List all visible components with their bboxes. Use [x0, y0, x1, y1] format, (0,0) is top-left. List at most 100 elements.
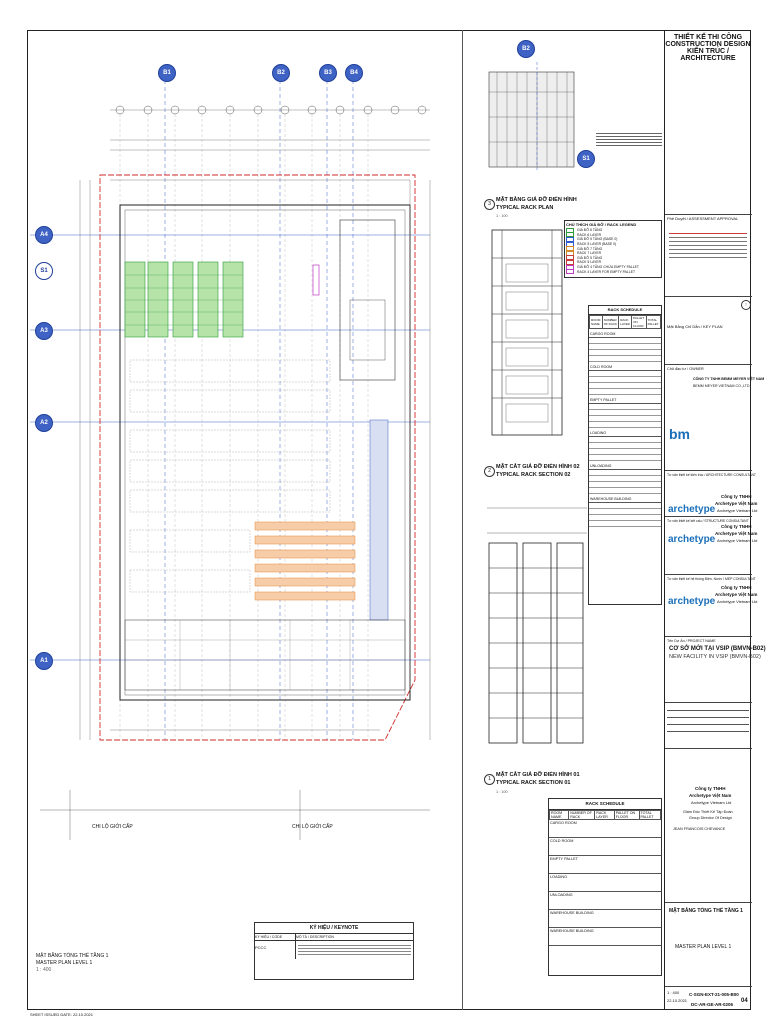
- rack-legend-label: RACK 6 LAYER: [577, 232, 602, 237]
- road-label-left: CHI LỘ GIỚI CẤP: [92, 824, 133, 830]
- title-key-plan: Mặt Bằng Chỉ Dẫn / KEY PLAN: [667, 324, 723, 329]
- rack-schedule-small-row: [589, 383, 661, 389]
- rack-schedule-small-row: [589, 515, 661, 521]
- rack-plan-note: [596, 132, 662, 148]
- rack-legend-item: RACK 5 LAYER (BASE 0): [566, 241, 660, 247]
- mep-consultant-logo: archetype: [668, 596, 716, 607]
- rack-legend-swatch: [566, 241, 574, 247]
- rack-schedule-small-row: [589, 509, 661, 515]
- title-phase: Phê Duyệt / ASSESSMENT APPROVAL: [667, 216, 739, 221]
- rack-schedule-large-title: RACK SCHEDULE: [549, 799, 661, 810]
- rack-legend-swatch: [566, 227, 574, 233]
- rack-schedule-large-row: WAREHOUSE BUILDING: [549, 910, 661, 928]
- rack-schedule-small-row: [589, 482, 661, 488]
- rack-legend-swatch: [566, 236, 574, 242]
- title-sheet-number: DC-AR-GE-AR-0206: [691, 1002, 734, 1007]
- project-name-en: NEW FACILITY IN VSIP (BMVN-B02): [669, 654, 761, 660]
- mep-consultant-label: Tư vấn thiết kế hệ thống Điện, Nước / ME…: [667, 577, 756, 581]
- rack-legend-item: GIÁ ĐỠ 7 TẦNG: [566, 246, 660, 252]
- rack-plan-caption-en: TYPICAL RACK PLAN: [496, 205, 554, 211]
- rack-schedule-small-header: PALLET ON FLOOR: [631, 315, 647, 329]
- grid-bubble-a3: A3: [35, 322, 53, 340]
- rack-legend-swatch: [566, 269, 574, 275]
- rack-schedule-small-row: [589, 371, 661, 377]
- rack-plan-drawing: [488, 62, 575, 170]
- rack-plan-caption-circle: 3: [484, 199, 495, 210]
- rack-schedule-small-section: LOADING: [589, 428, 661, 437]
- rack-schedule-small-header: NUMBER OF RACK: [601, 315, 620, 329]
- keynote-col-code: KÝ HIỆU / CODE: [255, 934, 296, 940]
- sheet-issued-date: SHEET ISSUED DATE: 22.10.2021: [30, 1012, 93, 1017]
- sheet-border: [27, 30, 751, 1010]
- rack-legend-title: CHÚ THÍCH GIÁ ĐỠ / RACK LEGEND: [566, 222, 637, 227]
- title-scale: 1 : 400: [667, 990, 680, 995]
- title-header-en: CONSTRUCTION DESIGN: [665, 41, 751, 48]
- keynote-col-desc: MÔ TẢ / DESCRIPTION: [296, 935, 334, 939]
- rack-schedule-large-header: TOTAL PALLET: [638, 810, 661, 820]
- rack-schedule-small-header: ROOM NAME: [589, 315, 603, 329]
- mep-consultant-name: Công ty TNHH: [721, 585, 752, 590]
- section-bubble-s1: S1: [35, 262, 53, 280]
- struct-consultant-label: Tư vấn thiết kế kết cấu / STRUCTURE CONS…: [667, 519, 749, 523]
- rack-schedule-small-section: COLD ROOM: [589, 362, 661, 371]
- title-revision: 04: [741, 998, 748, 1004]
- director-consultant-name3: Archetype Vietnam Ltd: [691, 800, 732, 805]
- rack-legend-label: GIÁ ĐỠ 5 TẦNG (BASE 0): [577, 237, 618, 242]
- owner-label: Chủ đầu tư / OWNER: [667, 367, 704, 371]
- rack-schedule-small-row: [589, 476, 661, 482]
- rack-plan-caption-vi: MẶT BẰNG GIÁ ĐỠ ĐIỂN HÌNH: [496, 197, 577, 203]
- rack-plan-scale: 1 : 100: [496, 214, 508, 218]
- rack-legend-label: RACK 5 LAYER (BASE 0): [577, 242, 617, 247]
- rack-section-02-caption-circle: 2: [484, 466, 495, 477]
- title-block: THIẾT KẾ THI CÔNG CONSTRUCTION DESIGN KI…: [664, 30, 766, 1010]
- rack-legend-swatch: [566, 250, 574, 256]
- grid-bubble-b3: B3: [319, 64, 337, 82]
- rack-legend-label: GIÁ ĐỠ 5 TẦNG: [577, 255, 603, 260]
- struct-consultant-name: Công ty TNHH: [721, 524, 752, 529]
- rack-schedule-small-row: [589, 338, 661, 344]
- rack-legend-item: GIÁ ĐỠ 6 TẦNG: [566, 227, 660, 233]
- rack-legend-label: RACK 5 LAYER: [577, 260, 602, 265]
- rack-schedule-small-row: [589, 470, 661, 476]
- rack-legend-item: RACK 5 LAYER: [566, 259, 660, 265]
- rack-schedule-large-row: COLD ROOM: [549, 838, 661, 856]
- rack-schedule-small-row: [589, 443, 661, 449]
- rack-schedule-large-row: EMPTY PALLET: [549, 856, 661, 874]
- grid-bubble-a4: A4: [35, 226, 53, 244]
- rack-schedule-large-row: LOADING: [549, 874, 661, 892]
- plan-divider: [462, 30, 463, 1010]
- owner-name-en: BEMM MEYER VIETNAM CO.,LTD: [693, 384, 750, 388]
- rack-legend-label: RACK 7 LAYER: [577, 251, 602, 256]
- rack-section-01-drawing: [487, 507, 587, 744]
- owner-name-vi: CÔNG TY TNHH BEMM MEYER VIỆT NAM: [693, 377, 765, 381]
- drawing-title-en: MASTER PLAN LEVEL 1: [675, 944, 732, 950]
- keynote-title: KÝ HIỆU / KEYNOTE: [255, 923, 413, 934]
- rack-legend-label: GIÁ ĐỠ 7 TẦNG: [577, 246, 603, 251]
- drawing-caption-en: MASTER PLAN LEVEL 1: [36, 960, 93, 966]
- keynote-box: KÝ HIỆU / KEYNOTE KÝ HIỆU / CODE MÔ TẢ /…: [254, 922, 414, 980]
- rack-legend-item: RACK 4 LAYER FOR EMPTY PALLET: [566, 269, 660, 275]
- rack-legend-item: RACK 7 LAYER: [566, 250, 660, 256]
- rack-schedule-small-row: [589, 488, 661, 494]
- rack-plan-bubble-b2: B2: [517, 40, 535, 58]
- rack-section-01-caption-en: TYPICAL RACK SECTION 01: [496, 780, 571, 786]
- rack-section-02-caption-vi: MẶT CẮT GIÁ ĐỠ ĐIỂN HÌNH 02: [496, 464, 580, 470]
- rack-schedule-small-row: [589, 416, 661, 422]
- rack-schedule-small-section: CARGO ROOM: [589, 329, 661, 338]
- rack-schedule-small-row: [589, 422, 661, 428]
- rack-schedule-small-row: [589, 449, 661, 455]
- rack-section-02-caption-en: TYPICAL RACK SECTION 02: [496, 472, 571, 478]
- rack-legend-item: RACK 6 LAYER: [566, 232, 660, 238]
- director-name: JEAN FRANCOIS CHEVANCE: [673, 827, 726, 831]
- rack-schedule-small-row: [589, 356, 661, 362]
- title-date: 22.10.2021: [667, 998, 688, 1003]
- rack-section-01-caption-vi: MẶT CẮT GIÁ ĐỠ ĐIỂN HÌNH 01: [496, 772, 580, 778]
- rack-section-01-caption-circle: 1: [484, 774, 495, 785]
- owner-logo: bm: [669, 426, 690, 442]
- rack-schedule-small-row: [589, 404, 661, 410]
- rack-legend-swatch: [566, 264, 574, 270]
